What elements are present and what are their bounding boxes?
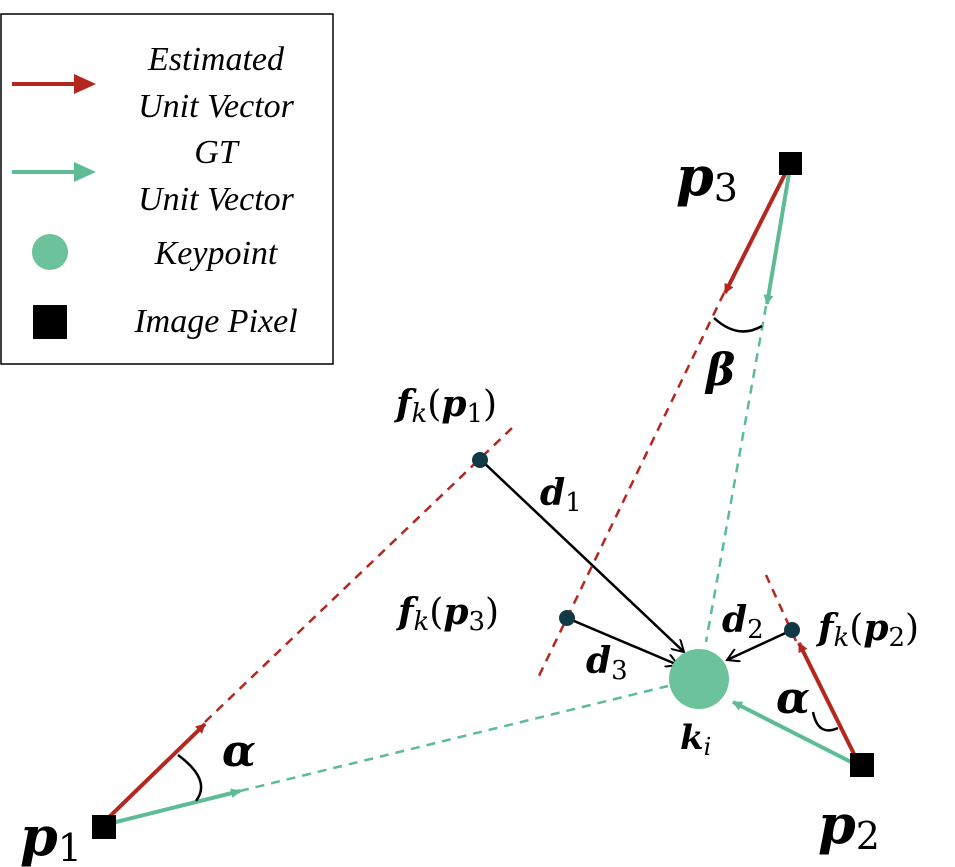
- p1-gt-vector: [107, 788, 241, 826]
- d2-distance-arrow: [727, 628, 793, 660]
- p3-beta-label: β: [704, 345, 735, 396]
- legend-estimated-line1: Estimated: [147, 41, 285, 78]
- p2-label: p2: [818, 792, 880, 858]
- legend-pixel-label: Image Pixel: [133, 303, 297, 340]
- p2-estimated-vector: [797, 642, 859, 761]
- p1-estimated-vector: [102, 722, 207, 824]
- p3-gt-ray: [704, 305, 768, 643]
- legend-keypoint-icon: [32, 234, 68, 270]
- p3-pixel-marker: [779, 152, 802, 175]
- p3-estimated-vector: [723, 167, 790, 294]
- p3-label: p3: [676, 144, 738, 210]
- f1-prediction-point: [472, 452, 488, 468]
- keypoint-marker: [669, 649, 729, 709]
- d2-label: d2: [722, 599, 764, 645]
- d3-label: d3: [586, 640, 628, 686]
- ki-label: ki: [680, 718, 711, 761]
- p2-estimated-ray: [764, 574, 798, 642]
- f1-label: fk(p1): [393, 383, 497, 429]
- f3-label: fk(p3): [395, 591, 499, 637]
- legend-gt-line1: GT: [194, 134, 240, 171]
- p1-estimated-ray: [204, 427, 513, 723]
- p2-pixel-marker: [850, 753, 874, 777]
- legend-estimated-arrow-icon: [12, 74, 96, 94]
- f3-prediction-point: [559, 610, 575, 626]
- f2-prediction-point: [784, 622, 800, 638]
- p1-angle-arc: [177, 753, 203, 802]
- p1-pixel-marker: [92, 815, 116, 839]
- p2-angle-arc: [811, 711, 839, 732]
- legend-gt-arrow-icon: [12, 162, 96, 182]
- f2-label: fk(p2): [815, 607, 919, 653]
- p1-gt-ray: [239, 684, 669, 793]
- legend-estimated-line2: Unit Vector: [138, 88, 295, 125]
- d1-label: d1: [540, 472, 582, 518]
- legend-pixel-icon: [33, 305, 67, 339]
- legend-keypoint-label: Keypoint: [154, 235, 279, 272]
- p3-angle-arc: [713, 317, 763, 333]
- d3-distance-arrow: [566, 616, 678, 665]
- p3-gt-vector: [763, 167, 792, 305]
- legend-gt-line2: Unit Vector: [138, 181, 295, 218]
- p2-gt-vector: [732, 700, 856, 766]
- d1-distance-arrow: [480, 459, 684, 652]
- legend: Estimated Unit Vector GT Unit Vector Key…: [0, 13, 334, 365]
- p2-alpha-label: α: [776, 673, 810, 724]
- p1-alpha-label: α: [222, 726, 256, 777]
- p1-label: p1: [20, 804, 82, 867]
